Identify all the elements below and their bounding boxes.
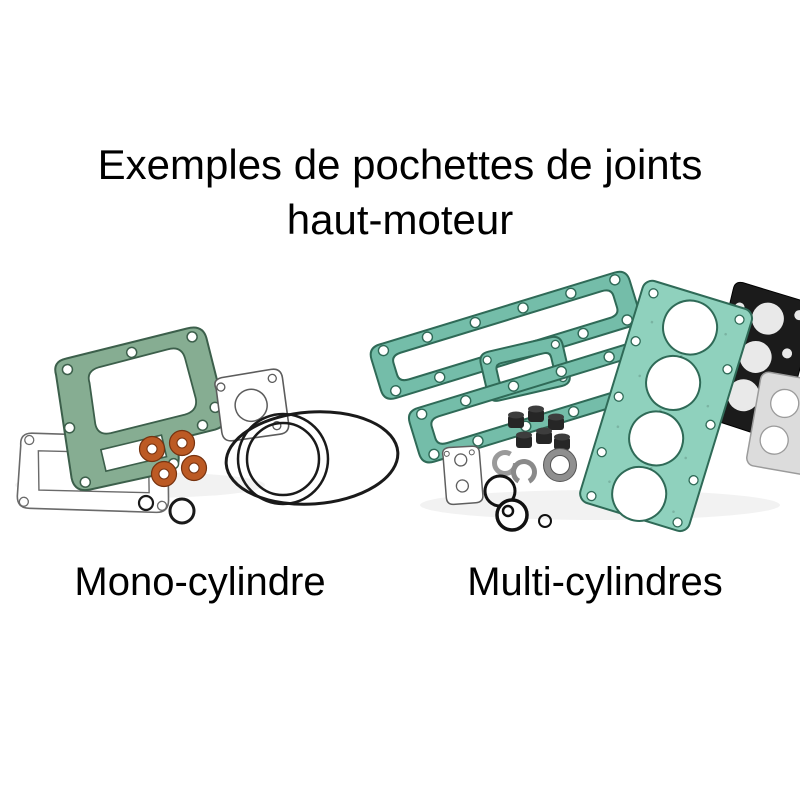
caption-mono-cylindre: Mono-cylindre [74, 560, 326, 604]
page-title: Exemples de pochettes de joints haut-mot… [0, 138, 800, 247]
small-gasket-outline [214, 368, 290, 442]
gasket-kits-illustration [15, 270, 800, 533]
large-o-ring [224, 410, 400, 506]
small-paper-gasket [441, 445, 484, 506]
circlips [492, 450, 537, 485]
four-cylinder-head-gasket [579, 279, 754, 533]
small-o-rings [137, 494, 196, 525]
valve-stem-seals [508, 405, 570, 450]
mono-cylinder-gasket-group [16, 326, 400, 525]
oil-seal [495, 498, 529, 532]
metal-washer [543, 448, 577, 482]
multi-cylinder-gasket-group [369, 270, 800, 533]
title-line-1: Exemples de pochettes de joints [97, 141, 703, 188]
double-ring-seal [236, 412, 330, 506]
caption-multi-cylindres: Multi-cylindres [467, 560, 723, 604]
title-line-2: haut-moteur [286, 195, 514, 243]
grey-gasket [746, 371, 800, 477]
copper-washers [138, 429, 208, 488]
small-parts [441, 405, 577, 532]
